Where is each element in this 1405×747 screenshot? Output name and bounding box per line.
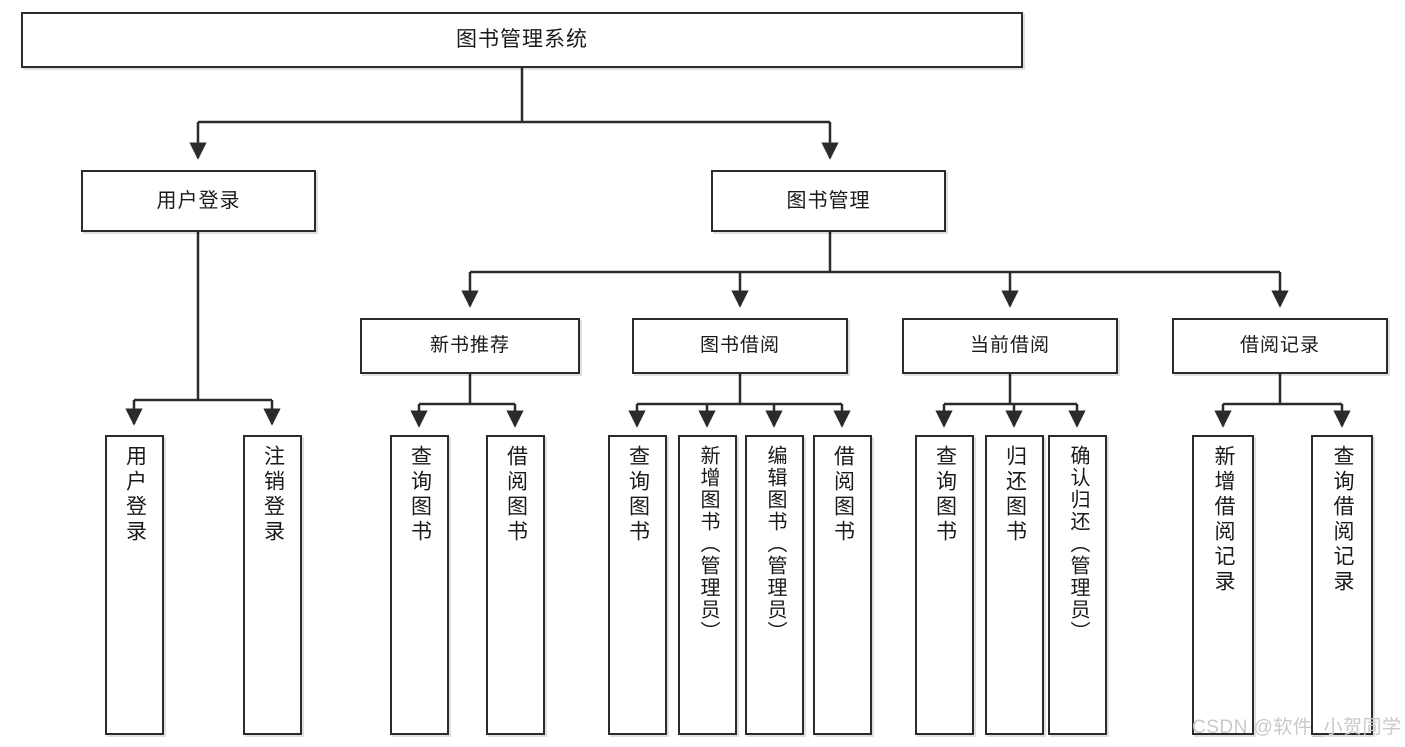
node-user-login[interactable]: 用户登录 bbox=[81, 170, 316, 232]
leaf-query-book-1[interactable]: 查询图书 bbox=[390, 435, 449, 735]
node-book-borrow[interactable]: 图书借阅 bbox=[632, 318, 848, 374]
leaf-user-login-label: 用户登录 bbox=[123, 445, 147, 545]
leaf-logout-login[interactable]: 注销登录 bbox=[243, 435, 302, 735]
leaf-query-borrow-record-label: 查询借阅记录 bbox=[1331, 445, 1355, 595]
leaf-borrow-book-2[interactable]: 借阅图书 bbox=[813, 435, 872, 735]
leaf-logout-login-label: 注销登录 bbox=[261, 445, 285, 545]
leaf-query-borrow-record[interactable]: 查询借阅记录 bbox=[1311, 435, 1373, 735]
leaf-edit-book-admin-label: 编辑图书（管理员） bbox=[764, 445, 786, 643]
node-borrow-record[interactable]: 借阅记录 bbox=[1172, 318, 1388, 374]
node-new-book-recommend-label: 新书推荐 bbox=[429, 335, 510, 357]
leaf-query-book-3[interactable]: 查询图书 bbox=[915, 435, 974, 735]
node-root-label: 图书管理系统 bbox=[456, 27, 588, 51]
node-borrow-record-label: 借阅记录 bbox=[1239, 335, 1320, 357]
node-current-borrow[interactable]: 当前借阅 bbox=[902, 318, 1118, 374]
node-book-management[interactable]: 图书管理 bbox=[711, 170, 946, 232]
leaf-borrow-book-1[interactable]: 借阅图书 bbox=[486, 435, 545, 735]
node-root[interactable]: 图书管理系统 bbox=[21, 12, 1023, 68]
node-book-borrow-label: 图书借阅 bbox=[699, 335, 780, 357]
leaf-add-borrow-record[interactable]: 新增借阅记录 bbox=[1192, 435, 1254, 735]
leaf-query-book-3-label: 查询图书 bbox=[933, 445, 957, 545]
leaf-edit-book-admin[interactable]: 编辑图书（管理员） bbox=[745, 435, 804, 735]
leaf-confirm-return-admin-label: 确认归还（管理员） bbox=[1067, 445, 1089, 643]
node-new-book-recommend[interactable]: 新书推荐 bbox=[360, 318, 580, 374]
leaf-return-book-label: 归还图书 bbox=[1003, 445, 1027, 545]
leaf-add-borrow-record-label: 新增借阅记录 bbox=[1212, 445, 1236, 595]
node-user-login-label: 用户登录 bbox=[156, 189, 241, 212]
leaf-borrow-book-2-label: 借阅图书 bbox=[831, 445, 855, 545]
csdn-watermark: CSDN @软件_小贺同学 bbox=[1192, 717, 1402, 738]
leaf-query-book-1-label: 查询图书 bbox=[408, 445, 432, 545]
leaf-return-book[interactable]: 归还图书 bbox=[985, 435, 1044, 735]
leaf-query-book-2-label: 查询图书 bbox=[626, 445, 650, 545]
leaf-user-login[interactable]: 用户登录 bbox=[105, 435, 164, 735]
leaf-add-book-admin-label: 新增图书（管理员） bbox=[697, 445, 719, 643]
node-book-management-label: 图书管理 bbox=[786, 189, 871, 212]
node-current-borrow-label: 当前借阅 bbox=[969, 335, 1050, 357]
leaf-add-book-admin[interactable]: 新增图书（管理员） bbox=[678, 435, 737, 735]
leaf-confirm-return-admin[interactable]: 确认归还（管理员） bbox=[1048, 435, 1107, 735]
leaf-borrow-book-1-label: 借阅图书 bbox=[504, 445, 528, 545]
leaf-query-book-2[interactable]: 查询图书 bbox=[608, 435, 667, 735]
